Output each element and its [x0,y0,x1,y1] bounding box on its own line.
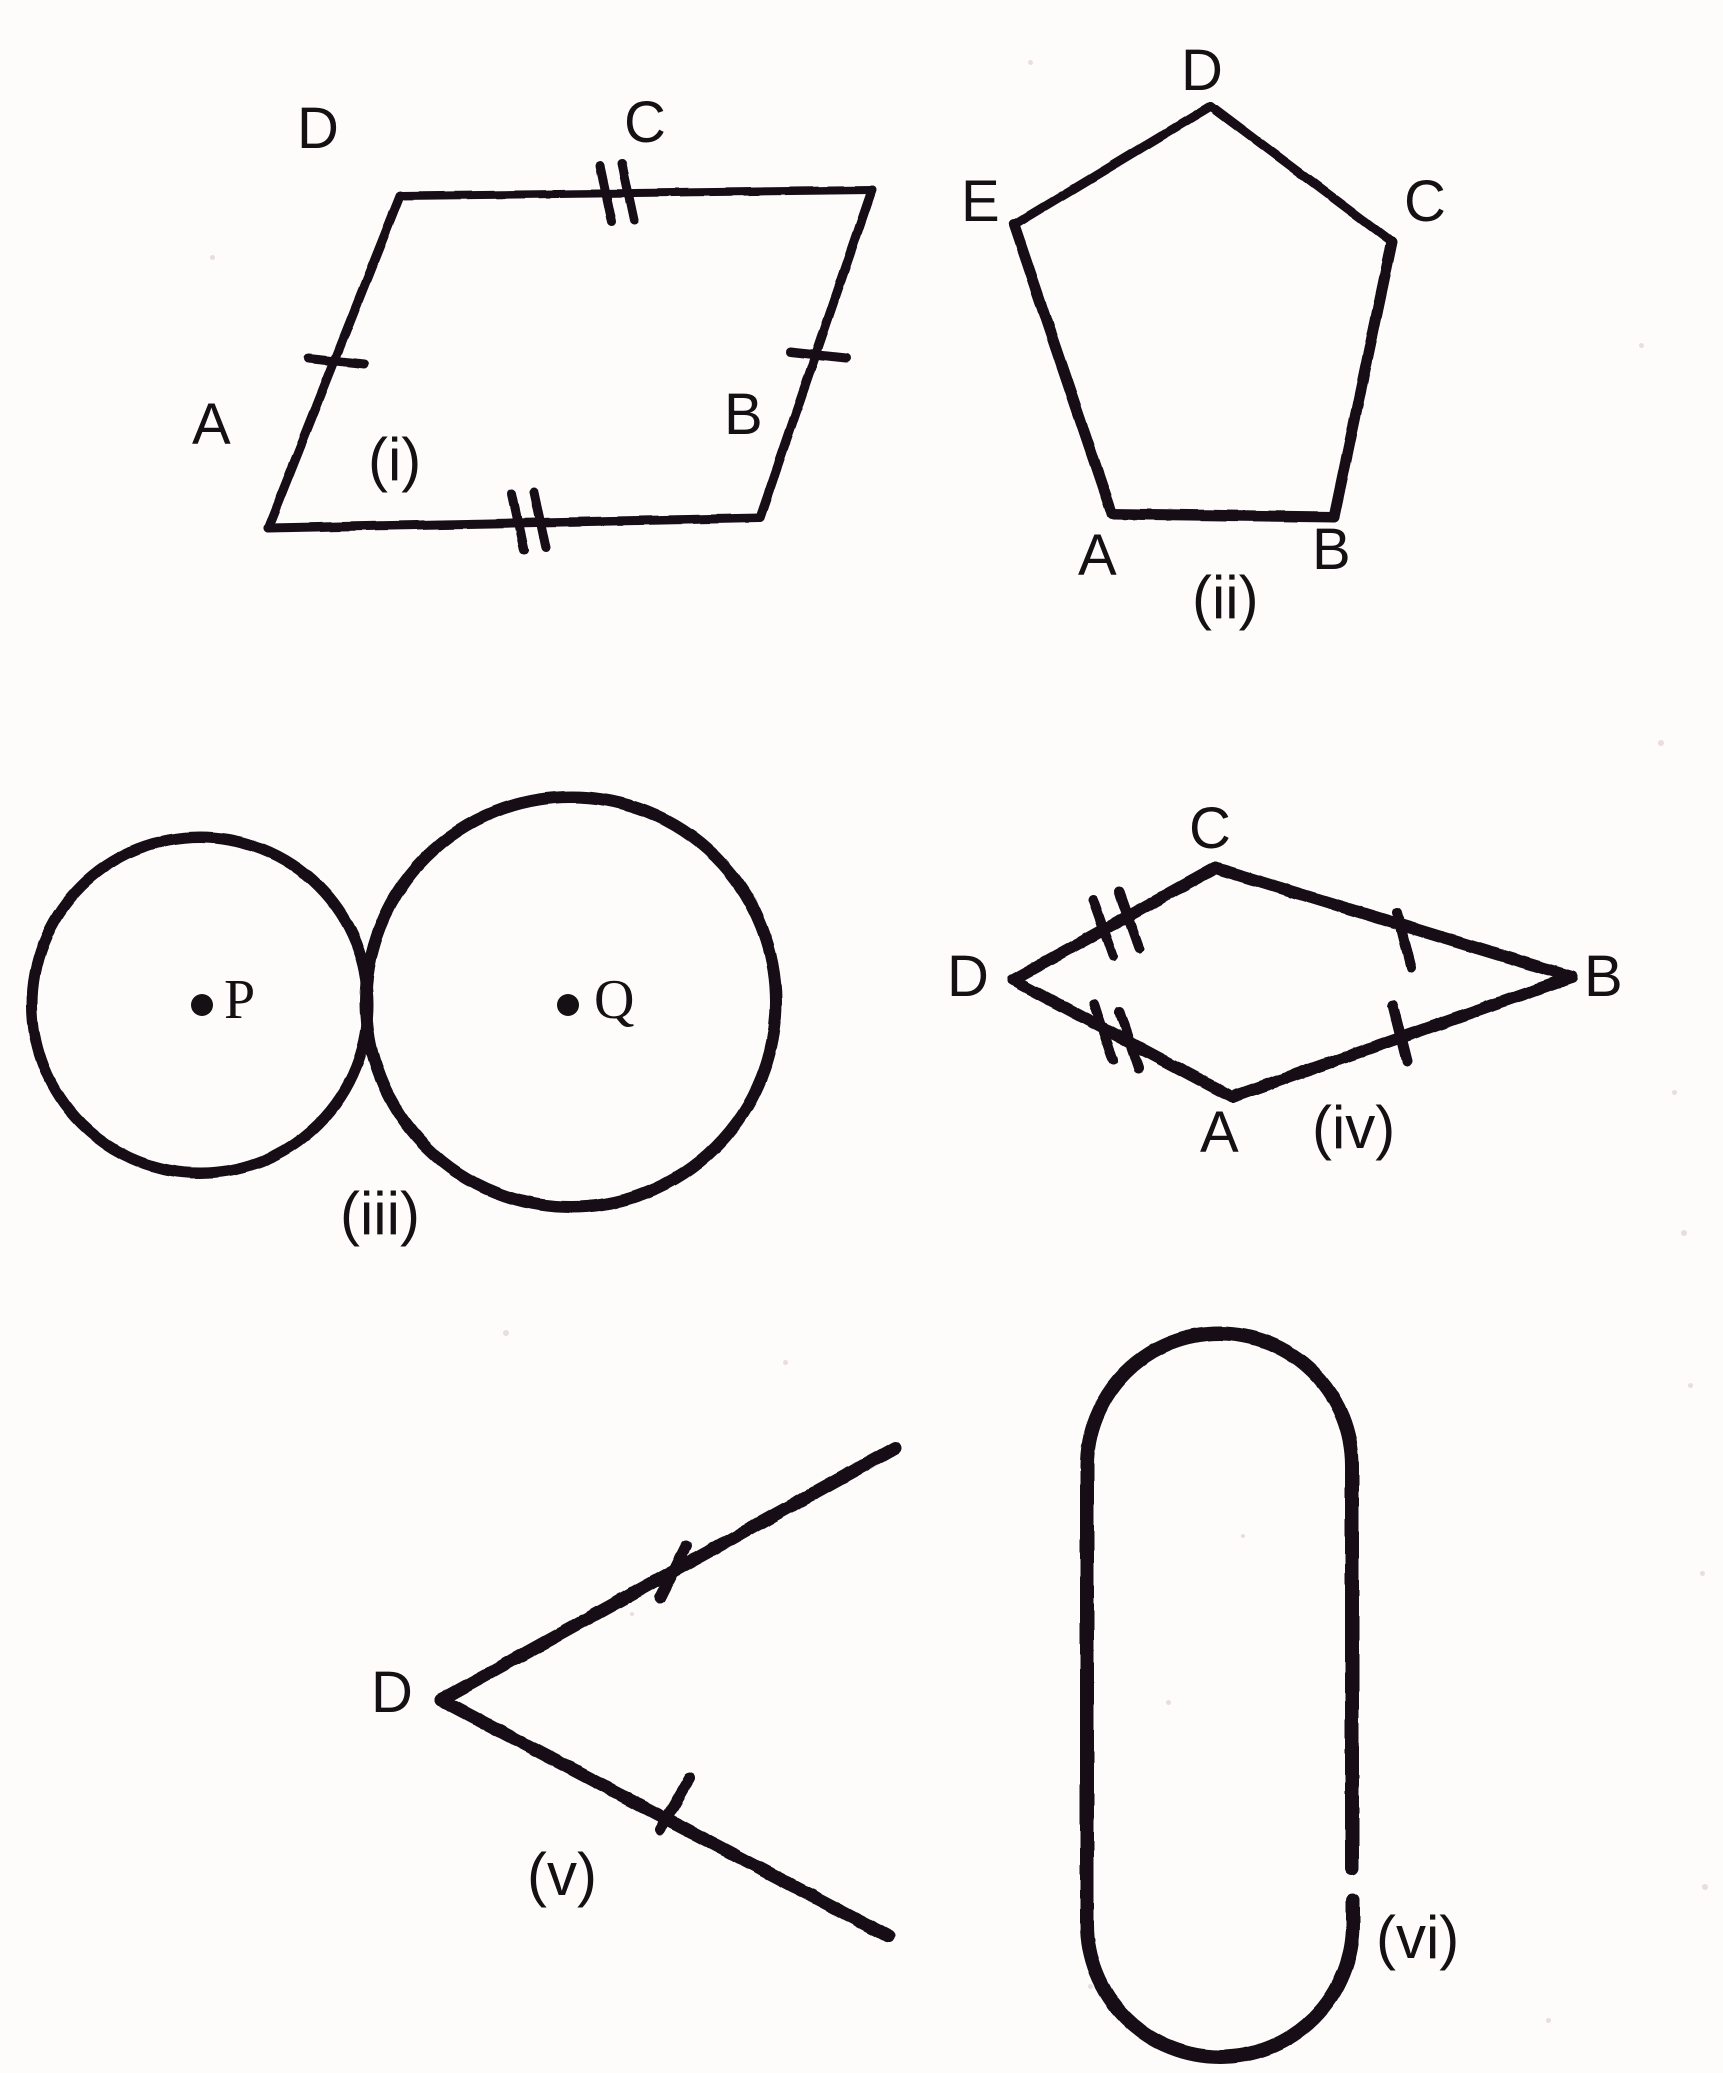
vertex-label-fig4-B: B [1584,944,1623,1009]
figure-caption-v: (v) [527,1841,597,1908]
centre-label-Q: Q [594,969,635,1031]
figure-vi-stadium [1080,1326,1360,2064]
tick-single-AD [303,353,369,369]
vertex-label-fig1-A: A [192,392,231,457]
stadium-upper-right-outline [1080,1326,1359,1875]
figure-caption-iii: (iii) [340,1180,420,1247]
vertex-label-fig1-C: C [624,90,666,155]
figure-caption-vi: (vi) [1376,1904,1460,1971]
segment-ED [1009,101,1216,230]
centre-dot-P [191,994,213,1016]
vertex-label-fig4-A: A [1200,1100,1239,1165]
vertex-label-fig5-D: D [371,1660,413,1725]
segment-DC [1007,862,1221,986]
segment-AD [1007,974,1238,1103]
tick-single-CB [785,347,851,363]
figure-caption-ii: (ii) [1192,564,1259,631]
vertex-label-fig1-B: B [724,382,763,447]
vertex-label-fig2-A: A [1078,523,1117,588]
centre-dot-Q [557,994,579,1016]
tick-single-CB [1392,907,1416,973]
tick-double-DC [1088,887,1144,961]
figure-iii-tangent-circles [26,791,782,1213]
figure-caption-iv: (iv) [1312,1094,1396,1161]
segment-DC [1206,101,1397,247]
centre-label-P: P [224,969,256,1031]
vertex-label-fig2-E: E [961,169,1000,234]
vertex-label-fig2-D: D [1181,38,1223,103]
segment-AE [1008,219,1118,520]
circle-Q [360,791,782,1213]
vertex-label-fig2-C: C [1404,169,1446,234]
figure-v-angle [434,1441,902,1943]
figure-i-parallelogram [263,159,877,555]
segment-CB [1209,862,1578,983]
figure-iv-rhombus [1007,862,1578,1103]
figure-caption-i: (i) [368,426,422,493]
tick-single-AB [1388,1000,1412,1066]
vertex-label-fig4-C: C [1189,796,1231,861]
tick-double-AB [507,487,551,555]
vertex-label-fig4-D: D [947,944,989,1009]
vertex-label-fig1-D: D [297,96,339,161]
tick-double-AD [1089,999,1144,1073]
tick-single-upper-ray [654,1540,692,1604]
tick-single-lower-ray [654,1772,696,1836]
stadium-lower-left-outline [1080,1459,1360,2064]
segment-DC [396,186,876,200]
vertex-label-fig2-B: B [1312,517,1351,582]
figure-ii-pentagon [1008,101,1398,523]
segment-CB [1328,236,1398,523]
tick-double-DC [595,159,639,227]
segment-BA [1106,508,1340,523]
